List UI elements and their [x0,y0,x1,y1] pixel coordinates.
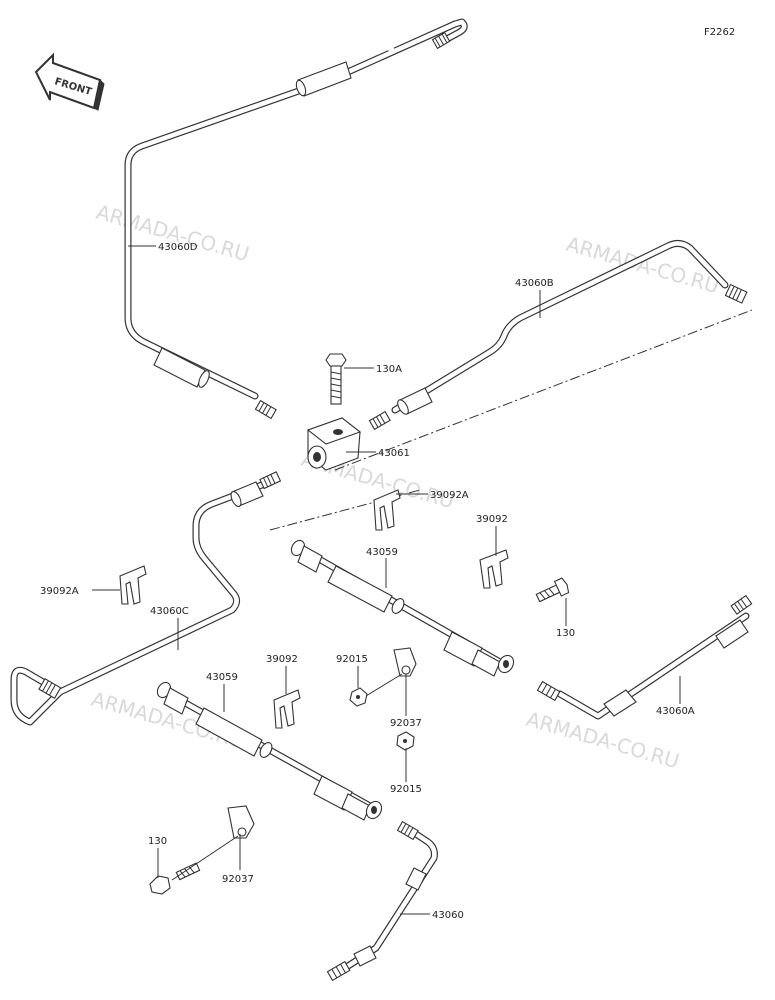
clip-39092-right [479,549,509,589]
clip-39092-lower [273,689,301,729]
label-92015-lower: 92015 [390,784,422,795]
clip-39092A-left [119,565,147,605]
label-130-right: 130 [556,628,575,639]
label-43060A: 43060A [656,706,695,717]
label-92037-lower: 92037 [222,874,254,885]
clamp-92037-lower [227,805,255,839]
figure-code: F2262 [704,27,735,38]
brake-pipe-43060C [10,471,282,726]
part-labels: 43060D 43060B 130A 43061 39092A 39092 43… [40,242,695,921]
label-39092-right: 39092 [476,514,508,525]
nut-92015-upper [349,687,368,707]
label-92015-upper: 92015 [336,654,368,665]
brake-pipe-43060D [124,18,468,420]
brake-pipe-43060 [326,820,438,982]
label-39092-lower: 39092 [266,654,298,665]
clamp-92037-upper [393,647,417,677]
brake-pipe-43060B [368,239,748,431]
bolt-130A [325,353,347,405]
label-130-lower: 130 [148,836,167,847]
label-43059-upper: 43059 [366,547,398,558]
label-39092A-left: 39092A [40,586,79,597]
label-43060B: 43060B [515,278,554,289]
label-43060D: 43060D [158,242,198,253]
nut-92015-lower [396,731,415,751]
label-43059-lower: 43059 [206,672,238,683]
watermark: ARMADA-CO.RU [94,200,252,267]
watermarks: ARMADA-CO.RU ARMADA-CO.RU ARMADA-CO.RU A… [89,200,722,774]
brake-hose-43059-upper [290,539,515,677]
clip-39092A-top [373,489,401,531]
label-92037-upper: 92037 [390,718,422,729]
brake-pipe-43060A [536,594,753,720]
label-39092A-top: 39092A [430,490,469,501]
bolt-130-lower [149,862,201,895]
brake-hose-43059-lower [156,681,383,821]
junction-block-43061 [306,417,362,471]
leader-lines [92,245,681,915]
label-43060C: 43060C [150,606,189,617]
bolt-130-right [535,577,570,603]
label-43061: 43061 [378,448,410,459]
label-130A: 130A [376,364,402,375]
front-arrow-icon: FRONT [34,52,105,111]
label-43060: 43060 [432,910,464,921]
